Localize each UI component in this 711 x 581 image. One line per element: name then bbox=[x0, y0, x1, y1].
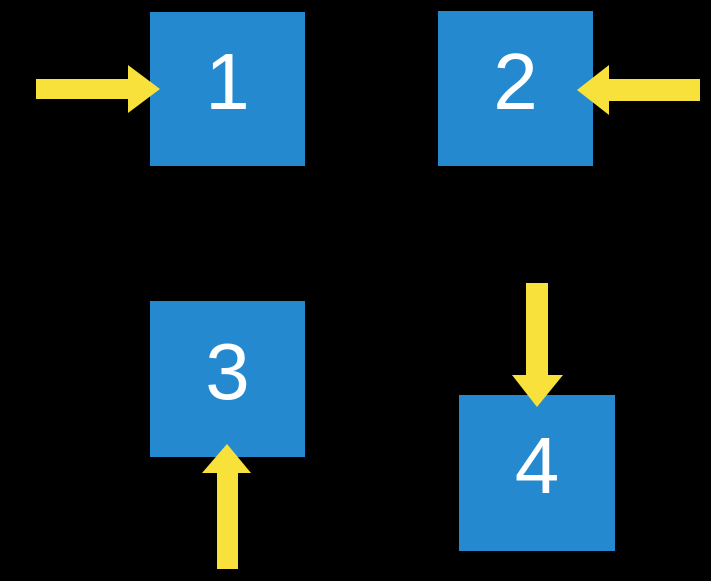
box-label: 4 bbox=[514, 421, 560, 510]
box-label: 1 bbox=[205, 37, 250, 126]
box-label: 3 bbox=[205, 327, 250, 416]
numbered-box-3: 3 bbox=[150, 301, 305, 457]
arrow-up-icon bbox=[202, 444, 251, 569]
arrow-down-icon bbox=[512, 283, 563, 407]
box-label: 2 bbox=[493, 36, 538, 126]
arrow-left-icon bbox=[577, 65, 700, 115]
arrow-right-icon bbox=[36, 65, 160, 113]
numbered-box-4: 4 bbox=[459, 395, 615, 551]
numbered-box-2: 2 bbox=[438, 11, 593, 166]
numbered-box-1: 1 bbox=[150, 12, 305, 166]
